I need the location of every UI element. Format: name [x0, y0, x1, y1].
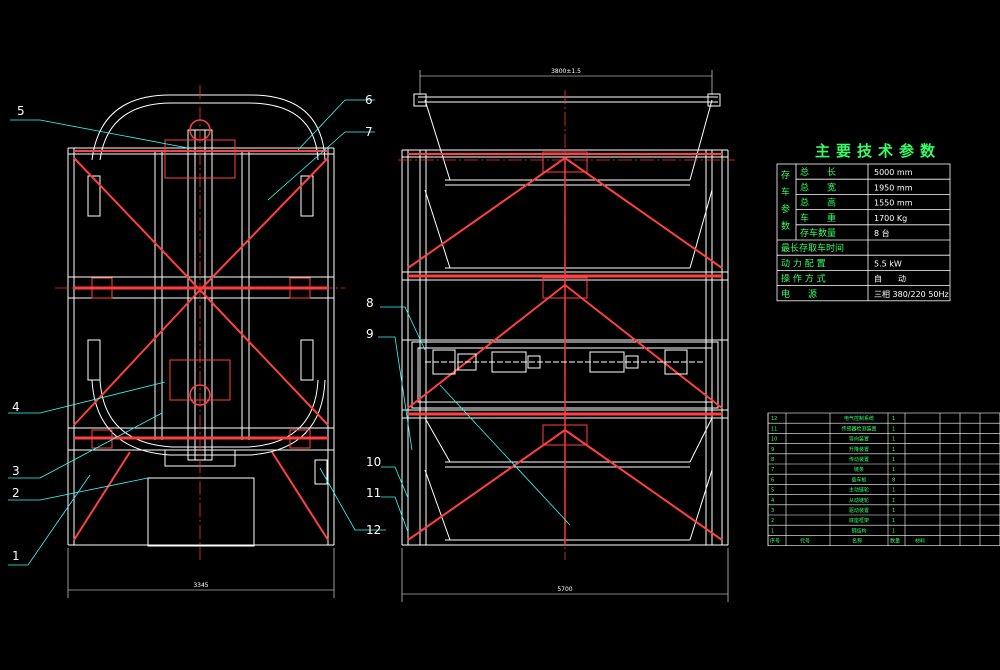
front-elevation-view	[67, 94, 335, 547]
spec-row-value: 自 动	[874, 274, 906, 284]
bom-row-name: 载车板	[851, 476, 866, 483]
spec-group-char: 数	[781, 220, 790, 232]
bom-row-name: 电气控制系统	[844, 415, 874, 422]
left-width-dimension: 3345	[193, 582, 208, 589]
bom-row-qty: 1	[892, 498, 895, 504]
callout-2: 2	[12, 486, 20, 500]
bom-row-qty: 1	[892, 437, 895, 443]
spec-row-label: 总 高	[800, 197, 836, 209]
callout-8: 8	[366, 296, 374, 310]
bom-row-qty: 1	[892, 447, 895, 453]
bom-row-name: 链条	[854, 466, 864, 473]
spec-row-label: 存车数量	[800, 227, 836, 239]
right-width-dimension: 5700	[557, 586, 572, 593]
bom-header-cell: 数量	[890, 538, 900, 545]
bom-row-number: 8	[771, 457, 774, 463]
callout-9: 9	[366, 327, 374, 341]
spec-row-value: 8 台	[874, 228, 890, 238]
bom-row-number: 5	[771, 488, 774, 494]
bom-row-name: 从动链轮	[849, 497, 869, 504]
bom-row-number: 11	[771, 426, 777, 432]
callout-leaders	[8, 99, 571, 566]
dimension-lines	[67, 70, 729, 602]
callout-12: 12	[366, 523, 381, 537]
spec-row-value: 1950 mm	[874, 183, 913, 192]
bom-row-number: 1	[771, 528, 774, 534]
bom-header-cell: 序号	[770, 538, 780, 545]
callout-11: 11	[366, 486, 381, 500]
bom-header-cell: 材料	[915, 538, 925, 545]
right-top-dimension: 3800±1.5	[551, 68, 581, 75]
spec-row-label: 动 力 配 置	[781, 257, 826, 269]
bom-row-qty: 1	[892, 457, 895, 463]
bom-row-name: 升降装置	[849, 446, 869, 453]
spec-row-label: 总 宽	[800, 181, 836, 193]
spec-row-label: 电 源	[781, 288, 817, 300]
bom-row-qty: 1	[892, 528, 895, 534]
bom-row-number: 4	[771, 498, 774, 504]
spec-group-char: 参	[781, 203, 790, 215]
side-elevation-centerlines	[398, 90, 735, 560]
callout-6: 6	[365, 93, 373, 107]
spec-row-label: 操 作 方 式	[781, 273, 826, 285]
callout-4: 4	[12, 400, 20, 414]
bom-row-number: 7	[771, 467, 774, 473]
bom-row-number: 6	[771, 477, 774, 483]
spec-row-value: 1550 mm	[874, 199, 913, 208]
bom-row-qty: 1	[892, 518, 895, 524]
spec-row-label: 最长存取车时间	[781, 242, 844, 254]
bom-row-number: 9	[771, 447, 774, 453]
callout-1: 1	[12, 549, 20, 563]
front-elevation-centerlines	[55, 85, 345, 560]
spec-group-char: 存	[781, 169, 790, 181]
callout-labels: 5 6 7 4 3 2 1 8 9 10 11 12	[12, 93, 381, 563]
bom-row-qty: 1	[892, 488, 895, 494]
bom-row-name: 主动链轮	[849, 487, 869, 494]
callout-7: 7	[365, 125, 373, 139]
spec-row-value: 三相 380/220 50Hz	[874, 289, 949, 299]
front-elevation-bracing	[73, 119, 329, 541]
bom-row-name: 传感器检测装置	[841, 425, 876, 432]
bom-row-qty: 1	[892, 508, 895, 514]
callout-5: 5	[17, 104, 25, 118]
spec-row-value: 5000 mm	[874, 168, 913, 177]
drive-motors	[425, 349, 705, 375]
bom-row-qty: 8	[892, 477, 895, 483]
bom-row-qty: 1	[892, 416, 895, 422]
callout-3: 3	[12, 464, 20, 478]
bom-header-cell: 名称	[852, 538, 862, 545]
bom-row-name: 传动装置	[849, 456, 869, 463]
spec-row-value: 1700 Kg	[874, 214, 907, 223]
bom-row-name: 钢结构	[851, 527, 866, 534]
bom-row-name: 驱动装置	[849, 507, 869, 514]
bom-row-number: 2	[771, 518, 774, 524]
bom-row-qty: 1	[892, 426, 895, 432]
bom-row-name: 导向装置	[849, 436, 869, 443]
spec-table-title: 主要技术参数	[815, 142, 941, 160]
bom-row-name: 底座框架	[849, 517, 869, 524]
bom-row-qty: 1	[892, 467, 895, 473]
spec-row-label: 车 重	[800, 212, 836, 224]
bom-header-cell: 代号	[800, 538, 810, 545]
spec-row-value: 5.5 kW	[874, 259, 902, 268]
bom-row-number: 3	[771, 508, 774, 514]
spec-group-char: 车	[781, 186, 790, 198]
callout-10: 10	[366, 455, 381, 469]
bom-row-number: 10	[771, 437, 777, 443]
bom-row-number: 12	[771, 416, 777, 422]
spec-row-label: 总 长	[800, 166, 836, 178]
